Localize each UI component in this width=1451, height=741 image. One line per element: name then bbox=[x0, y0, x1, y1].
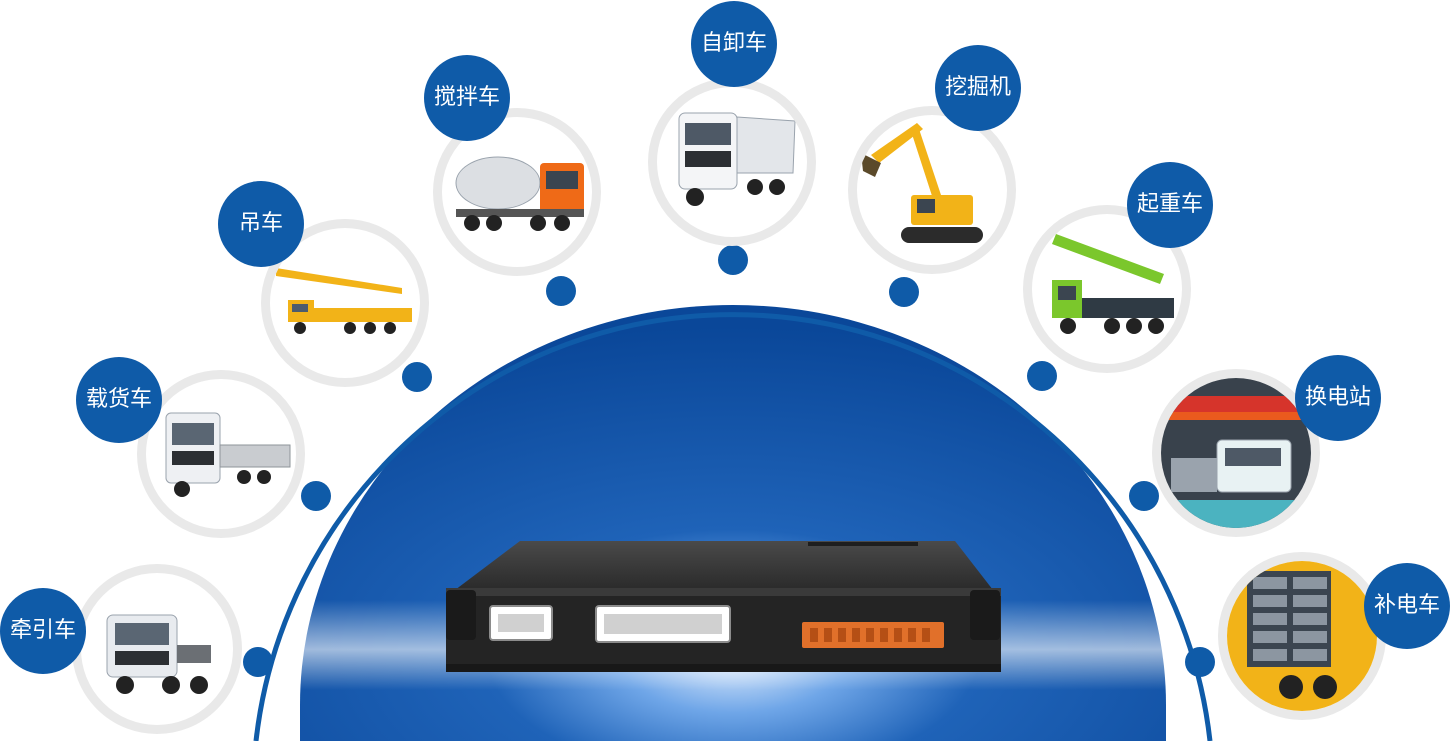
label-cargo: 载货车 bbox=[76, 357, 162, 443]
heavy-crane-photo bbox=[1052, 234, 1174, 334]
dump-truck-photo bbox=[678, 112, 796, 206]
swap-station-photo-ring bbox=[1152, 369, 1320, 537]
tractor-truck-photo bbox=[106, 614, 211, 694]
cargo-photo-ring bbox=[137, 370, 305, 538]
dump-photo-ring bbox=[648, 78, 816, 246]
tractor-photo-ring bbox=[72, 564, 242, 734]
outer-arc bbox=[253, 312, 1213, 741]
label-dump: 自卸车 bbox=[691, 1, 777, 87]
arc-nodes bbox=[243, 245, 1215, 677]
concrete-mixer-photo bbox=[455, 156, 584, 231]
label-tractor: 牵引车 bbox=[0, 588, 86, 674]
controller-unit-photo bbox=[446, 541, 1001, 672]
mobile-charging-truck-photo bbox=[1227, 561, 1377, 711]
label-swap-station: 换电站 bbox=[1295, 355, 1381, 441]
cargo-truck-photo bbox=[165, 412, 291, 497]
label-heavy-crane: 起重车 bbox=[1127, 162, 1213, 248]
label-charging-truck: 补电车 bbox=[1364, 563, 1450, 649]
label-excavator: 挖掘机 bbox=[935, 45, 1021, 131]
label-crane-truck: 吊车 bbox=[218, 181, 304, 267]
label-mixer: 搅拌车 bbox=[424, 55, 510, 141]
heavy-crane-photo-ring bbox=[1023, 205, 1191, 373]
excavator-photo-ring bbox=[848, 106, 1016, 274]
battery-swap-station-photo bbox=[1161, 378, 1311, 528]
excavator-photo bbox=[861, 123, 983, 243]
charging-truck-photo-ring bbox=[1218, 552, 1386, 720]
crane-truck-photo bbox=[276, 268, 412, 334]
